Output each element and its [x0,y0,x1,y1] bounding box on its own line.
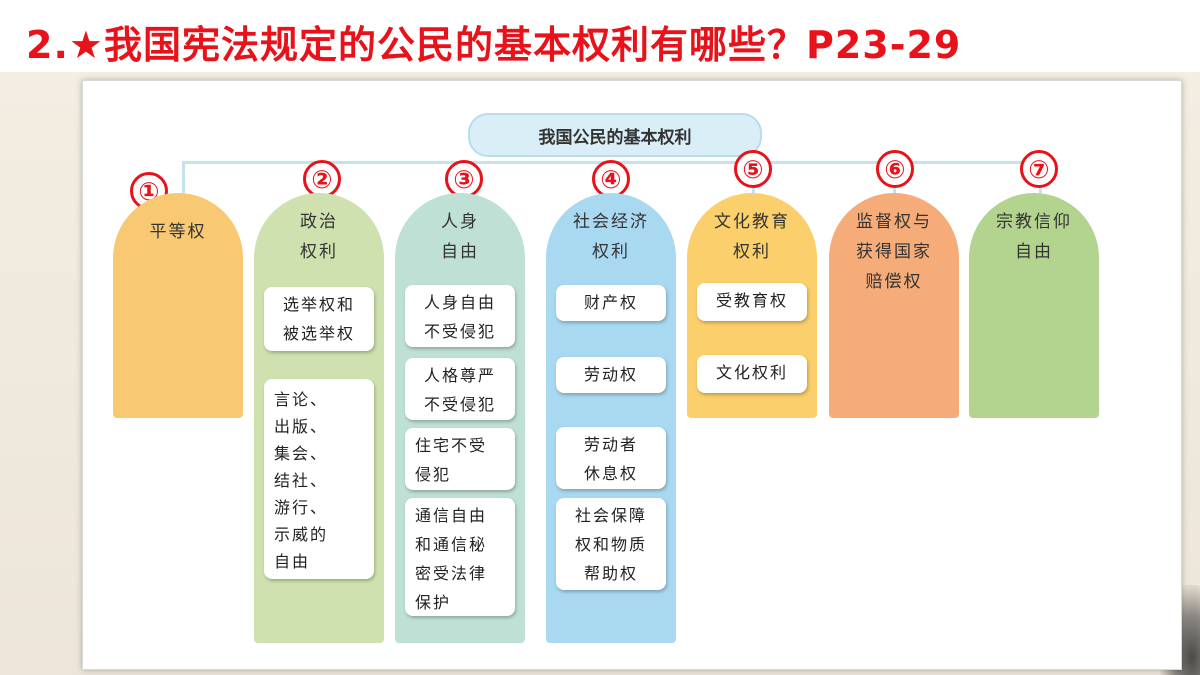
item-line: 集会、 [274,444,329,463]
column-label-line: 权利 [733,242,771,262]
item-line: 财产权 [583,293,638,312]
item-line: 文化权利 [715,363,788,382]
column-label: 政治 权利 [254,207,384,267]
title-text: 我国宪法规定的公民的基本权利有哪些？P23-29 [103,23,962,67]
column-label-line: 宗教信仰 [996,212,1072,232]
column-label-line: 赔偿权 [865,272,923,292]
number-badge-7: ⑦ [1020,150,1058,188]
right-item-box: 受教育权 [697,283,807,321]
right-item-box: 劳动者 休息权 [556,427,666,489]
right-item-box: 人身自由 不受侵犯 [405,285,515,347]
item-line: 权和物质 [574,535,647,554]
title-prefix: 2. [26,23,69,67]
star-icon: ★ [68,23,104,67]
connector-drop-1 [182,161,185,193]
item-line: 人身自由 [423,293,496,312]
item-line: 选举权和 [282,295,355,314]
column-label-line: 权利 [592,242,630,262]
number-badge-3: ③ [445,160,483,198]
item-line: 被选举权 [282,324,355,343]
diagram-root-node: 我国公民的基本权利 [468,113,762,157]
column-label: 监督权与 获得国家 赔偿权 [829,207,959,297]
column-label: 平等权 [113,217,243,247]
column-label-line: 社会经济 [573,212,649,232]
column-label: 人身 自由 [395,207,525,267]
item-line: 不受侵犯 [423,322,496,341]
item-line: 保护 [415,593,452,612]
column-label: 文化教育 权利 [687,207,817,267]
item-line: 示威的 [274,525,329,544]
column-label-line: 权利 [300,242,338,262]
item-line: 休息权 [583,464,638,483]
column-label-line: 人身 [441,212,479,232]
number-badge-6: ⑥ [876,150,914,188]
item-line: 言论、 [274,390,329,409]
number-badge-5: ⑤ [734,150,772,188]
right-item-box: 通信自由 和通信秘 密受法律 保护 [405,498,515,616]
column-supervision-compensation-rights: 监督权与 获得国家 赔偿权 [829,193,959,418]
item-line: 出版、 [274,417,329,436]
column-label: 宗教信仰 自由 [969,207,1099,267]
right-item-box: 社会保障 权和物质 帮助权 [556,498,666,590]
column-equality: 平等权 [113,193,243,418]
column-political-rights: 政治 权利 选举权和 被选举权 言论、 出版、 集会、 结社、 游行、 示威的 … [254,193,384,643]
right-item-box: 财产权 [556,285,666,321]
column-religious-freedom: 宗教信仰 自由 [969,193,1099,418]
column-label-line: 获得国家 [856,242,932,262]
item-line: 通信自由 [415,506,488,525]
right-item-box: 言论、 出版、 集会、 结社、 游行、 示威的 自由 [264,379,374,579]
item-line: 帮助权 [583,564,638,583]
right-item-box: 人格尊严 不受侵犯 [405,358,515,420]
item-line: 劳动者 [583,435,638,454]
column-socioeconomic-rights: 社会经济 权利 财产权 劳动权 劳动者 休息权 社会保障 权和物质 帮助权 [546,193,676,643]
column-label: 社会经济 权利 [546,207,676,267]
number-badge-2: ② [303,160,341,198]
column-personal-freedom: 人身 自由 人身自由 不受侵犯 人格尊严 不受侵犯 住宅不受 侵犯 通信自由 和… [395,193,525,643]
right-item-box: 住宅不受 侵犯 [405,428,515,490]
column-label-line: 自由 [1015,242,1053,262]
right-item-box: 劳动权 [556,357,666,393]
item-line: 自由 [274,552,311,571]
column-label-line: 自由 [441,242,479,262]
item-line: 劳动权 [583,365,638,384]
column-cultural-education-rights: 文化教育 权利 受教育权 文化权利 [687,193,817,418]
column-label-line: 政治 [300,212,338,232]
item-line: 住宅不受 [415,436,488,455]
column-label-line: 文化教育 [714,212,790,232]
item-line: 结社、 [274,471,329,490]
right-item-box: 文化权利 [697,355,807,393]
item-line: 游行、 [274,498,329,517]
column-label-line: 监督权与 [856,212,932,232]
item-line: 人格尊严 [423,366,496,385]
item-line: 社会保障 [574,506,647,525]
column-label-line: 平等权 [149,222,207,242]
item-line: 受教育权 [715,291,788,310]
item-line: 密受法律 [415,564,488,583]
slide-title: 2.★我国宪法规定的公民的基本权利有哪些？P23-29 [26,14,961,72]
item-line: 和通信秘 [415,535,488,554]
root-label: 我国公民的基本权利 [538,127,692,148]
right-item-box: 选举权和 被选举权 [264,287,374,351]
item-line: 侵犯 [415,465,452,484]
item-line: 不受侵犯 [423,395,496,414]
